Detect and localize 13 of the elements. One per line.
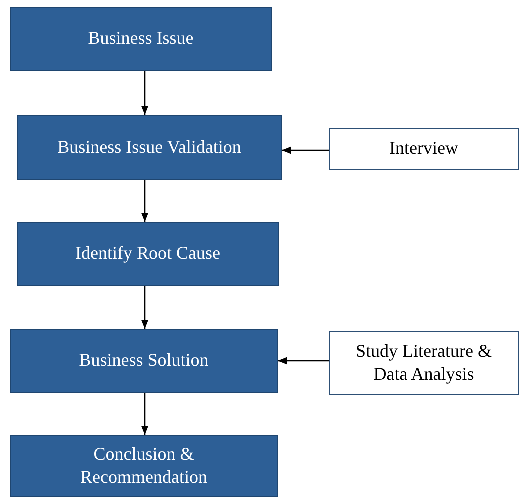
process-box: Identify Root Cause <box>17 222 279 286</box>
input-box: Study Literature & Data Analysis <box>329 331 519 395</box>
arrow <box>282 146 329 154</box>
input-box: Interview <box>329 128 519 170</box>
process-box: Business Solution <box>10 329 278 393</box>
process-box: Conclusion & Recommendation <box>10 435 278 497</box>
process-box: Business Issue <box>10 7 272 71</box>
arrow <box>278 357 329 365</box>
arrow <box>141 286 149 329</box>
arrow <box>141 180 149 222</box>
process-box: Business Issue Validation <box>17 115 282 180</box>
arrow <box>141 393 149 435</box>
arrow <box>141 71 149 115</box>
